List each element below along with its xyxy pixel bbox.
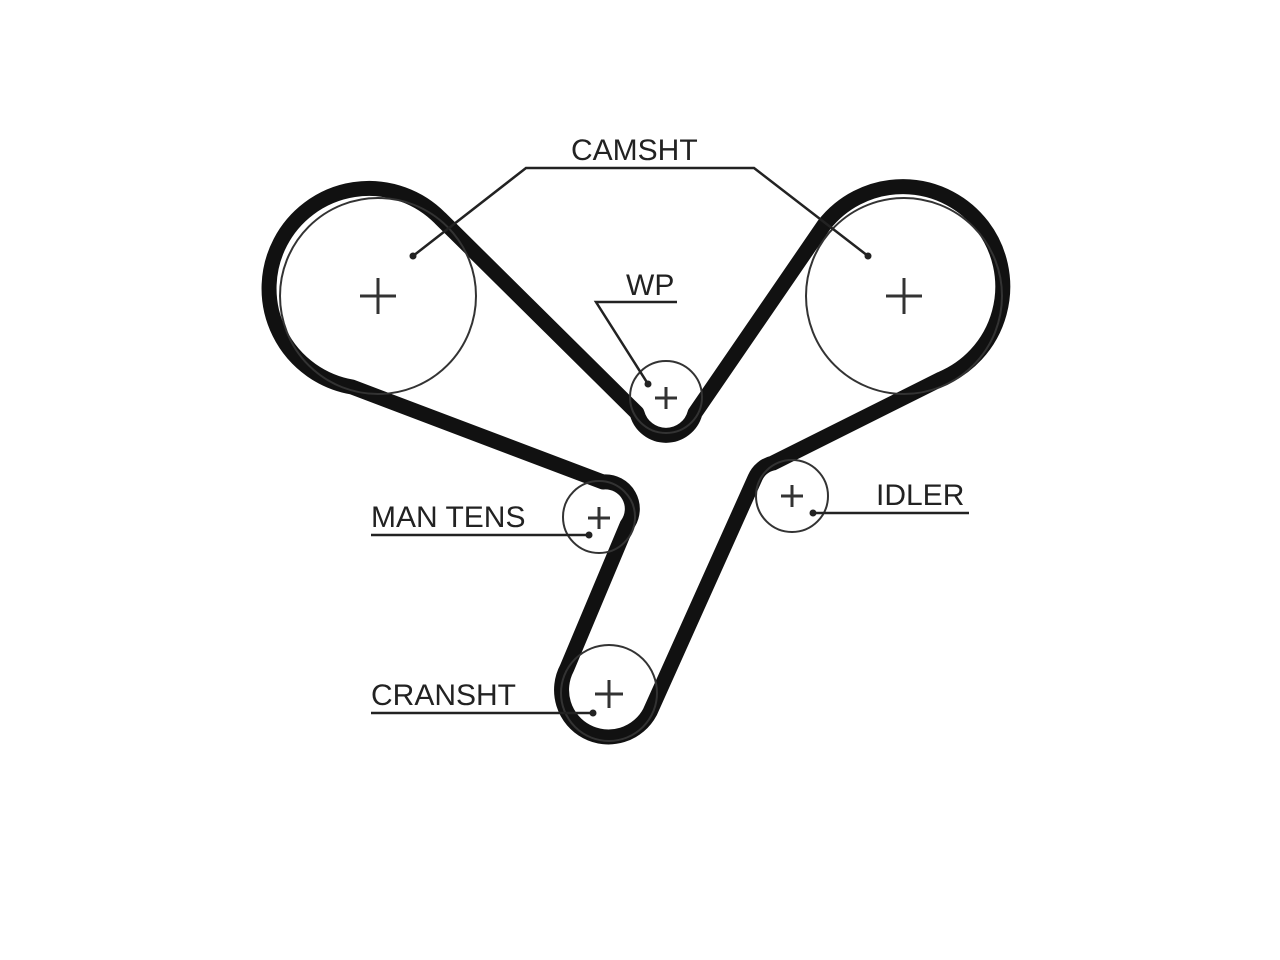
camshaft-leader-line [412,166,869,257]
idler-label: IDLER [876,479,964,512]
camshaft-right-center-mark [886,278,922,314]
camshaft-left-pulley [279,197,477,395]
idler-center-mark [781,485,803,507]
water-pump-center-mark [655,387,677,409]
timing-belt [261,179,1011,745]
crankshaft-pulley [560,644,658,742]
camshaft-right-pulley [805,197,1003,395]
camshaft-right-leader-dot [864,252,872,260]
idler-pulley [755,459,829,533]
manual-tensioner-label: MAN TENS [371,501,525,534]
crankshaft-center-mark [595,680,623,708]
idler-leader-dot [809,509,817,517]
camshaft-left-leader-dot [409,252,417,260]
manual-tensioner-center-mark [588,507,610,529]
camshaft-label: CAMSHT [571,134,698,167]
camshaft-left-center-mark [360,278,396,314]
crankshaft-leader-dot [589,709,597,717]
water-pump-label: WP [626,269,674,302]
water-pump-pulley [629,360,703,434]
manual-tensioner-pulley [562,480,636,554]
water-pump-leader-line [593,300,677,385]
crankshaft-label: CRANSHT [371,679,516,712]
water-pump-leader-dot [644,380,652,388]
manual-tensioner-leader-dot [585,531,593,539]
